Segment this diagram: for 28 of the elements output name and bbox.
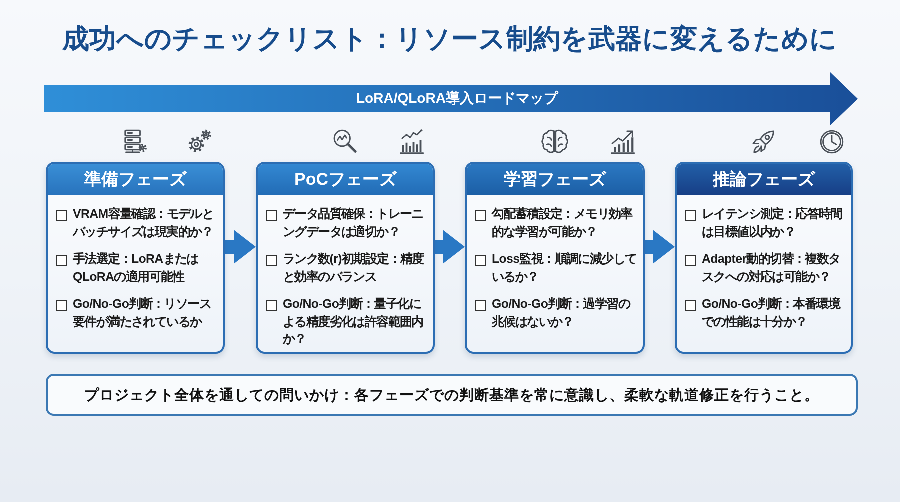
phase-header: 準備フェーズ [48,164,223,195]
roadmap-title: LoRA/QLoRA導入ロードマップ [356,89,558,107]
phase-card [46,162,225,354]
checklist-item: 手法選定：LoRAまたはQLoRAの適用可能性 [73,251,200,286]
phase-header: 学習フェーズ [467,164,643,195]
phase-header: PoCフェーズ [258,164,433,195]
flow-arrow [435,230,465,264]
checklist-item: Go/No-Go判断：本番環境での性能は十分か？ [702,296,842,330]
checklist-item: レイテンシ測定：応答時間は目標値以内か？ [702,206,844,240]
roadmap-arrow [44,72,858,126]
phase-card [465,162,645,354]
flow-arrow [225,230,256,264]
checklist-item: 勾配蓄積設定：メモリ効率的な学習が可能か？ [492,206,634,240]
checklist-item: Adapter動的切替：複数タスクへの対応は可能か？ [702,251,842,286]
phase-card [675,162,853,354]
checklist-item: VRAM容量確認：モデルとバッチサイズは現実的か？ [73,206,215,240]
note-text: プロジェクト全体を通しての問いかけ：各フェーズでの判断基準を常に意識し、柔軟な軌道修正を行うこと。 [84,386,820,404]
note-box [46,374,858,416]
checklist-item: Loss監視：順調に減少しているか？ [492,251,638,286]
checklist-item: Go/No-Go判断：過学習の兆候はないか？ [492,296,632,330]
checklist-item: データ品質確保：トレーニングデータは適切か？ [283,206,424,240]
flow-arrow [645,230,675,264]
checklist-item: ランク数(r)初期設定：精度と効率のバランス [283,251,426,286]
phase-header: 推論フェーズ [677,164,851,195]
title: 成功へのチェックリスト：リソース制約を武器に変えるために [62,23,838,56]
phase-card [256,162,435,354]
checklist-item: Go/No-Go判断：リソース要件が満たされているか [73,296,212,330]
checklist-item: Go/No-Go判断：量子化による精度劣化は許容範囲内か？ [283,296,424,348]
